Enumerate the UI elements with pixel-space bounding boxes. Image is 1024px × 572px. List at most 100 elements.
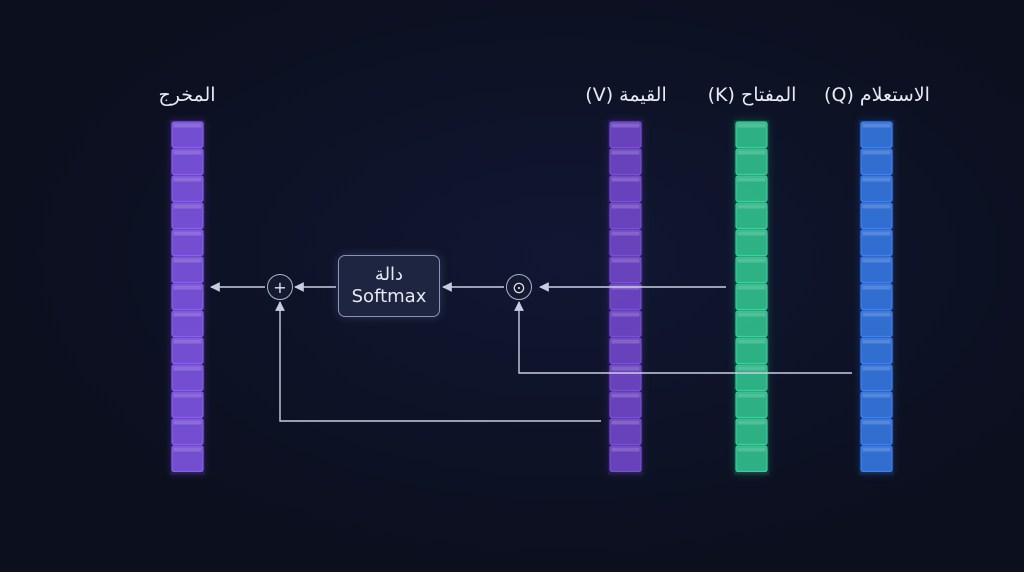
output-cell-highlight [173, 339, 202, 344]
value-cell-highlight [611, 447, 640, 452]
value-cell [609, 445, 642, 473]
output-cell-highlight [173, 366, 202, 371]
softmax-label-arabic: دالة [374, 264, 404, 285]
key-cell [735, 229, 768, 257]
key-cell [735, 364, 768, 392]
key-cell-highlight [737, 177, 766, 182]
key-cell-highlight [737, 393, 766, 398]
value-cell [609, 256, 642, 284]
value-cell [609, 364, 642, 392]
output-cell [171, 283, 204, 311]
key-cell [735, 202, 768, 230]
query-cell [860, 391, 893, 419]
output-cell-highlight [173, 420, 202, 425]
key-cell-highlight [737, 420, 766, 425]
query-cell [860, 445, 893, 473]
value-cell [609, 337, 642, 365]
output-cell [171, 391, 204, 419]
query-cell [860, 337, 893, 365]
output-cell-highlight [173, 393, 202, 398]
value-cell [609, 121, 642, 149]
value-cell [609, 310, 642, 338]
value-label: القيمة (V) [585, 84, 667, 106]
query-cell [860, 202, 893, 230]
value-cell-highlight [611, 393, 640, 398]
output-cell [171, 418, 204, 446]
key-cell [735, 121, 768, 149]
output-vector [170, 120, 205, 475]
output-cell-highlight [173, 150, 202, 155]
arrow-value-to-add [275, 301, 601, 422]
query-cell [860, 418, 893, 446]
value-cell-highlight [611, 204, 640, 209]
value-cell-highlight [611, 312, 640, 317]
value-cell [609, 148, 642, 176]
key-cell [735, 310, 768, 338]
key-cell-highlight [737, 204, 766, 209]
key-cell-highlight [737, 258, 766, 263]
value-cell-highlight [611, 258, 640, 263]
key-cell-highlight [737, 447, 766, 452]
key-cell [735, 445, 768, 473]
add-operator: + [267, 274, 293, 300]
key-vector [734, 120, 769, 475]
query-cell-highlight [862, 312, 891, 317]
query-cell-highlight [862, 366, 891, 371]
output-cell-highlight [173, 177, 202, 182]
output-cell [171, 229, 204, 257]
output-cell [171, 175, 204, 203]
key-cell [735, 337, 768, 365]
output-cell-highlight [173, 285, 202, 290]
key-cell-highlight [737, 366, 766, 371]
query-cell [860, 121, 893, 149]
output-cell-highlight [173, 447, 202, 452]
output-label: المخرج [158, 84, 216, 106]
key-cell [735, 391, 768, 419]
query-cell-highlight [862, 150, 891, 155]
output-cell [171, 337, 204, 365]
key-cell [735, 418, 768, 446]
key-cell-highlight [737, 312, 766, 317]
output-cell-highlight [173, 258, 202, 263]
key-cell-highlight [737, 150, 766, 155]
key-cell-highlight [737, 123, 766, 128]
query-cell-highlight [862, 447, 891, 452]
output-cell [171, 202, 204, 230]
query-cell [860, 256, 893, 284]
output-cell [171, 121, 204, 149]
query-cell [860, 364, 893, 392]
value-cell [609, 391, 642, 419]
value-cell-highlight [611, 339, 640, 344]
softmax-label-latin: Softmax [351, 286, 427, 307]
query-cell-highlight [862, 231, 891, 236]
output-cell [171, 148, 204, 176]
value-cell-highlight [611, 123, 640, 128]
query-cell-highlight [862, 420, 891, 425]
value-cell-highlight [611, 366, 640, 371]
value-cell [609, 202, 642, 230]
value-cell [609, 229, 642, 257]
value-cell [609, 175, 642, 203]
key-cell [735, 148, 768, 176]
value-cell [609, 283, 642, 311]
query-cell [860, 229, 893, 257]
arrow-query-to-dot [514, 301, 852, 374]
query-cell-highlight [862, 204, 891, 209]
value-cell-highlight [611, 150, 640, 155]
output-cell-highlight [173, 123, 202, 128]
query-cell [860, 310, 893, 338]
query-cell-highlight [862, 285, 891, 290]
query-cell-highlight [862, 393, 891, 398]
key-cell [735, 256, 768, 284]
query-cell-highlight [862, 258, 891, 263]
query-label: الاستعلام (Q) [824, 84, 930, 106]
output-cell-highlight [173, 204, 202, 209]
value-cell-highlight [611, 420, 640, 425]
value-cell [609, 418, 642, 446]
dot-product-operator: ⊙ [506, 274, 532, 300]
output-cell [171, 310, 204, 338]
value-cell-highlight [611, 231, 640, 236]
query-cell [860, 283, 893, 311]
